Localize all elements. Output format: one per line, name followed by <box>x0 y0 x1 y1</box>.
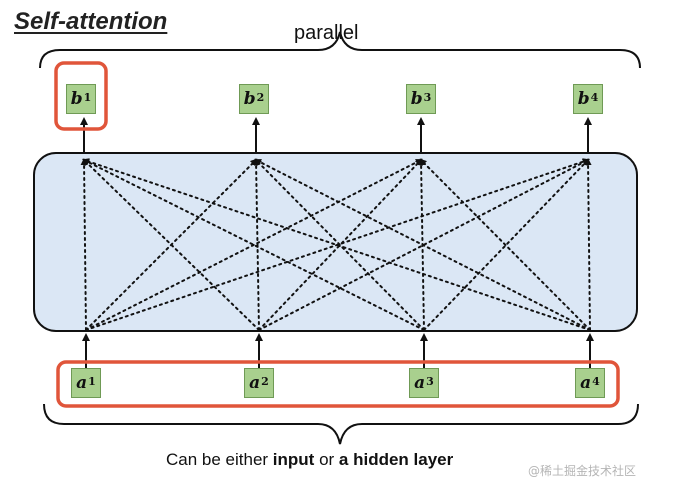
input-node-base: a <box>580 373 592 393</box>
caption-bold-hidden-layer: a hidden layer <box>338 450 454 469</box>
attention-link-a1-b1 <box>80 158 88 331</box>
attention-link-a4-b2 <box>254 159 591 331</box>
output-node-base: b <box>243 89 256 109</box>
output-node-base: b <box>410 89 423 109</box>
output-node-index: 3 <box>423 90 432 104</box>
output-node-base: b <box>70 89 83 109</box>
attention-link-a2-b1 <box>82 158 260 331</box>
input-node-index: 4 <box>592 374 600 388</box>
attention-link-a2-b2 <box>252 158 260 331</box>
watermark: @稀土掘金技术社区 <box>528 464 637 478</box>
output-arrows <box>80 117 592 153</box>
caption: Can be either input or a hidden layer <box>166 450 453 470</box>
slide-title: Self-attention <box>14 8 168 35</box>
input-node-base: a <box>414 373 426 393</box>
attention-link-a4-b1 <box>82 158 591 331</box>
caption-part1: Can be either <box>166 450 273 469</box>
attention-link-a4-b3 <box>419 158 591 331</box>
input-node-index: 3 <box>426 374 434 388</box>
output-highlight-b1 <box>54 61 108 131</box>
caption-bold-input: input <box>272 450 315 469</box>
attention-link-a4-b4 <box>584 158 592 331</box>
output-node-index: 4 <box>590 90 599 104</box>
parallel-brace <box>39 31 641 69</box>
input-node-index: 2 <box>261 374 269 388</box>
parallel-label: parallel <box>294 22 359 44</box>
output-node-index: 2 <box>256 90 265 104</box>
input-node-index: 1 <box>88 374 96 388</box>
output-node-base: b <box>577 89 590 109</box>
input-brace <box>43 403 639 445</box>
attention-links <box>80 158 592 331</box>
caption-part2: or <box>314 450 339 469</box>
attention-link-a1-b3 <box>85 159 423 331</box>
self-attention-block <box>33 152 638 332</box>
input-node-base: a <box>249 373 261 393</box>
input-highlight-row <box>56 360 620 408</box>
output-node-index: 1 <box>83 90 92 104</box>
input-node-base: a <box>76 373 88 393</box>
